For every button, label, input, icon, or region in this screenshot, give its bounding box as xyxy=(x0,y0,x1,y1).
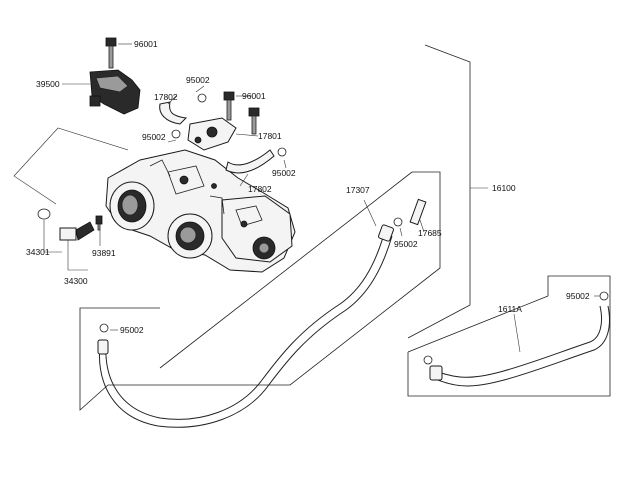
label-96001-top: 96001 xyxy=(134,39,158,49)
label-17685: 17685 xyxy=(418,228,442,238)
hose-1611A-end xyxy=(429,365,443,381)
clip-95002-c xyxy=(277,147,287,157)
leader-left-sensor xyxy=(13,127,129,205)
hose-17307-end xyxy=(97,339,109,355)
label-95002-e: 95002 xyxy=(120,325,144,335)
clip-95002-f xyxy=(599,291,609,301)
sensor-34300-tip xyxy=(75,221,95,241)
leader-34300 xyxy=(67,240,88,271)
frame-1611A xyxy=(407,275,611,397)
clip-1611A-end xyxy=(423,355,433,365)
clip-95002-a xyxy=(197,93,207,103)
label-17801: 17801 xyxy=(258,131,282,141)
label-95002-d: 95002 xyxy=(394,239,418,249)
sensor-39500 xyxy=(62,69,141,115)
label-34300: 34300 xyxy=(64,276,88,286)
label-95002-c: 95002 xyxy=(272,168,296,178)
label-95002-a: 95002 xyxy=(186,75,210,85)
frame-17307-top xyxy=(159,171,413,369)
label-93891: 93891 xyxy=(92,248,116,258)
clip-95002-d xyxy=(393,217,403,227)
throttle-body xyxy=(105,149,296,273)
label-17802-top: 17802 xyxy=(154,92,178,102)
leader-34301 xyxy=(43,220,62,253)
bracket-17801 xyxy=(187,117,259,151)
hose-17802-top xyxy=(159,101,188,125)
frame-1611A-link xyxy=(407,295,549,353)
label-95002-b: 95002 xyxy=(142,132,166,142)
bolt-96001-top xyxy=(105,37,132,69)
sensor-34300 xyxy=(59,227,77,241)
bolt-96001-right xyxy=(223,91,260,135)
hose-17307-outer xyxy=(105,233,385,420)
hose-17307-inner xyxy=(98,235,393,428)
frame-16100 xyxy=(407,44,471,339)
hose-1611A-inner xyxy=(437,305,610,387)
screw-93891 xyxy=(95,215,103,231)
label-95002-f: 95002 xyxy=(566,291,590,301)
hose-1611A-outer xyxy=(437,305,603,378)
fitting-17685 xyxy=(409,198,427,233)
label-1611A: 1611A xyxy=(498,304,522,314)
hose-17802-lower xyxy=(225,149,275,174)
label-16100: 16100 xyxy=(492,183,516,193)
hose-17307-top-end xyxy=(378,224,394,242)
label-17802-lower: 17802 xyxy=(248,184,272,194)
label-96001-right: 96001 xyxy=(242,91,266,101)
clip-95002-e xyxy=(99,323,109,333)
label-17307: 17307 xyxy=(346,185,370,195)
clip-95002-b xyxy=(171,129,181,139)
frame-17307 xyxy=(79,171,441,411)
oring-34301 xyxy=(37,208,51,220)
label-39500: 39500 xyxy=(36,79,60,89)
label-34301: 34301 xyxy=(26,247,50,257)
